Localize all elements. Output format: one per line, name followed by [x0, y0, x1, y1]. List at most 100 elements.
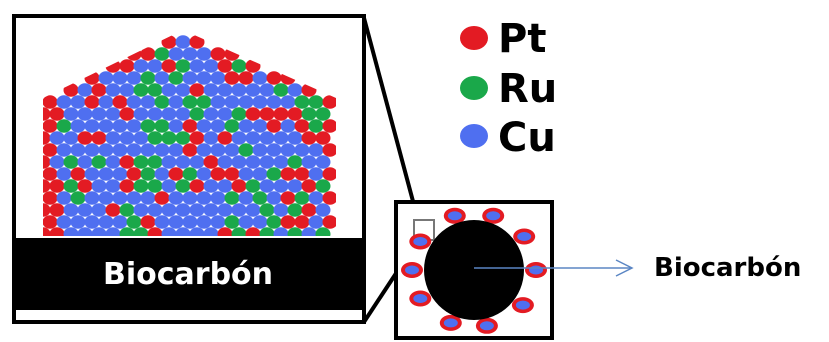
- atom: [266, 71, 282, 85]
- atom: [119, 131, 135, 145]
- atom: [168, 167, 184, 181]
- nanoparticle-core: [486, 211, 501, 221]
- atom: [140, 95, 156, 109]
- atom: [105, 107, 121, 121]
- atom: [98, 167, 114, 181]
- atom: [168, 119, 184, 133]
- atom: [210, 47, 226, 61]
- atom: [56, 191, 72, 205]
- pointer-label: Biocarbón: [654, 253, 801, 283]
- atom: [98, 119, 114, 133]
- atom: [161, 83, 177, 97]
- atom: [217, 179, 233, 193]
- atom: [294, 119, 310, 133]
- atom: [203, 107, 219, 121]
- atom: [252, 215, 268, 229]
- atom: [273, 83, 289, 97]
- atom: [98, 71, 114, 85]
- atom: [98, 191, 114, 205]
- atom: [231, 179, 247, 193]
- atom: [287, 203, 303, 217]
- atom: [105, 179, 121, 193]
- atom: [238, 71, 254, 85]
- atom: [252, 143, 268, 157]
- atom: [147, 83, 163, 97]
- atom: [105, 131, 121, 145]
- atom: [133, 131, 149, 145]
- atom: [301, 155, 317, 169]
- atom: [259, 227, 275, 236]
- atom: [315, 107, 331, 121]
- atom: [224, 167, 240, 181]
- atom: [140, 143, 156, 157]
- atom: [196, 71, 212, 85]
- atom: [280, 95, 296, 109]
- atom: [70, 215, 86, 229]
- atom: [119, 203, 135, 217]
- atom: [322, 143, 336, 157]
- atom: [168, 215, 184, 229]
- atom: [63, 179, 79, 193]
- atom: [287, 155, 303, 169]
- atom: [63, 227, 79, 236]
- atom: [280, 119, 296, 133]
- atom: [238, 143, 254, 157]
- atom: [49, 227, 65, 236]
- atom: [294, 191, 310, 205]
- atom: [43, 227, 51, 236]
- atom: [43, 191, 58, 205]
- atom: [168, 191, 184, 205]
- atom: [43, 155, 51, 169]
- atom: [273, 107, 289, 121]
- atom: [154, 47, 170, 61]
- atom: [322, 215, 336, 229]
- atom: [301, 203, 317, 217]
- atom: [266, 95, 282, 109]
- atom: [105, 83, 121, 97]
- atom: [252, 167, 268, 181]
- atom: [203, 59, 219, 73]
- nanoparticle-core: [443, 318, 458, 328]
- atom: [238, 167, 254, 181]
- atom: [301, 131, 317, 145]
- legend-label-pt: Pt: [498, 16, 546, 62]
- atom: [77, 155, 93, 169]
- zoom-line-top: [362, 17, 420, 221]
- atom: [189, 59, 205, 73]
- atom: [196, 119, 212, 133]
- atom: [43, 215, 58, 229]
- atom: [210, 191, 226, 205]
- atom: [210, 95, 226, 109]
- atom: [231, 155, 247, 169]
- atom: [252, 191, 268, 205]
- atom: [147, 155, 163, 169]
- atom: [84, 143, 100, 157]
- atom: [70, 119, 86, 133]
- atom: [112, 71, 128, 85]
- atom: [182, 71, 198, 85]
- atom: [98, 95, 114, 109]
- atom: [77, 131, 93, 145]
- atom: [56, 215, 72, 229]
- atom: [266, 119, 282, 133]
- legend-marker-ru: [460, 76, 488, 100]
- atom: [217, 227, 233, 236]
- atom: [231, 83, 247, 97]
- atom: [189, 107, 205, 121]
- atom: [43, 119, 58, 133]
- atom: [182, 167, 198, 181]
- atom: [126, 215, 142, 229]
- atom: [182, 95, 198, 109]
- atom: [140, 119, 156, 133]
- nanoparticle-core: [479, 321, 494, 331]
- atom: [147, 131, 163, 145]
- atom: [189, 83, 205, 97]
- atom: [294, 167, 310, 181]
- atom: [91, 107, 107, 121]
- atom: [224, 71, 240, 85]
- atom: [308, 215, 324, 229]
- atom: [182, 191, 198, 205]
- atom: [43, 107, 51, 121]
- atom: [161, 155, 177, 169]
- atom: [154, 95, 170, 109]
